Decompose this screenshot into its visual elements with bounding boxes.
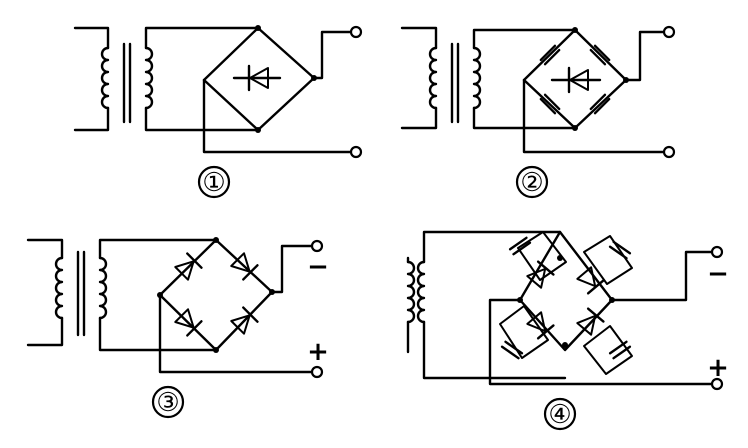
diagram-3-label: ③: [156, 388, 179, 418]
diagram-1-bridge-rectifier: ①: [73, 25, 363, 199]
label-circle-1: [197, 165, 231, 199]
label-circle-3: [151, 385, 185, 419]
label-circle-2: [515, 165, 549, 199]
diagram-4-label: ④: [548, 400, 571, 430]
diagram-4-bridge-diodes-capacitors: − + ④: [406, 230, 729, 431]
diagram-3-minus: −: [307, 252, 329, 282]
diagram-4-plus: +: [707, 353, 729, 383]
diagram-2-label: ②: [520, 168, 543, 198]
diagram-3-plus: +: [307, 337, 329, 367]
diagram-1-label: ①: [202, 168, 225, 198]
diagram-3-four-diode-bridge: − + ③: [26, 237, 329, 419]
diagram-2-bridge-with-capacitors: ②: [400, 25, 676, 199]
diagram-4-minus: −: [707, 259, 729, 289]
label-circle-4: [543, 397, 577, 431]
